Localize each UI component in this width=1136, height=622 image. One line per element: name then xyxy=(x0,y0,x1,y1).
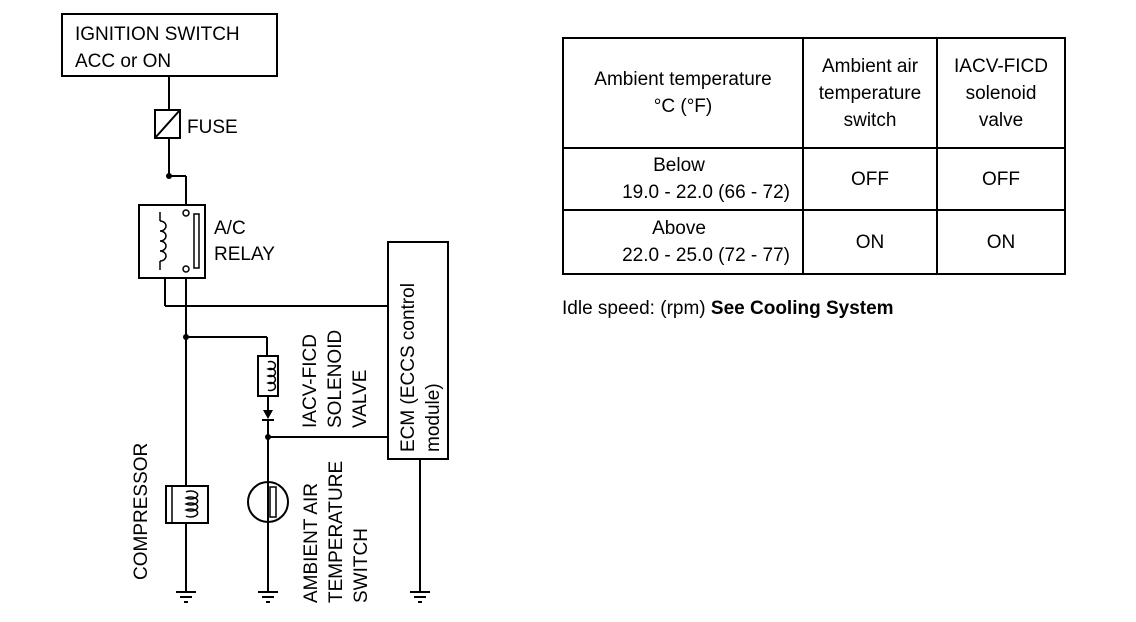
relay-label-line1: A/C xyxy=(214,218,246,239)
relay-coil-icon xyxy=(159,212,167,270)
cooling-system-reference: See Cooling System xyxy=(710,298,894,319)
switch-state-cell: ON xyxy=(802,209,938,275)
valve-state-cell: ON xyxy=(936,209,1066,275)
iacv-label-line3: VALVE xyxy=(350,370,371,428)
idle-speed-prefix: Idle speed: (rpm) xyxy=(562,298,706,319)
ambient-switch-label-line3: SWITCH xyxy=(351,528,372,603)
ecm-label-line2: module) xyxy=(423,383,444,452)
compressor-label: COMPRESSOR xyxy=(131,443,152,580)
ignition-switch-label: IGNITION SWITCH xyxy=(75,24,240,45)
switch-state-cell: OFF xyxy=(802,147,938,211)
iacv-label-line1: IACV-FICD xyxy=(300,334,321,428)
table-row: Below 19.0 - 22.0 (66 - 72) OFF OFF xyxy=(562,147,1066,211)
table-row: Above 22.0 - 25.0 (72 - 77) ON ON xyxy=(562,209,1066,275)
ambient-temp-switch xyxy=(247,481,289,523)
ignition-switch-box: IGNITION SWITCH ACC or ON xyxy=(61,13,278,77)
diode-icon xyxy=(262,410,274,421)
wiring-diagram: IGNITION SWITCH ACC or ON FUSE A/C RELAY xyxy=(61,13,449,603)
ambient-switch-label-line1: AMBIENT AIR xyxy=(301,483,322,603)
header-iacv-valve: IACV-FICD solenoid valve xyxy=(936,37,1066,149)
fuse-symbol xyxy=(154,109,181,139)
header-ambient-air-switch: Ambient air temperature switch xyxy=(802,37,938,149)
ground-icon xyxy=(176,591,196,603)
header-ambient-temperature: Ambient temperature °C (°F) xyxy=(562,37,804,149)
table-header-row: Ambient temperature °C (°F) Ambient air … xyxy=(562,37,1066,149)
ac-relay xyxy=(138,204,206,279)
ambient-switch-label-line2: TEMPERATURE xyxy=(326,461,347,603)
iacv-label-line2: SOLENOID xyxy=(325,330,346,428)
iacv-solenoid-valve xyxy=(257,355,279,397)
idle-speed-note: Idle speed: (rpm) See Cooling System xyxy=(562,298,894,320)
condition-cell: Above 22.0 - 25.0 (72 - 77) xyxy=(562,209,804,275)
ecm-box xyxy=(387,241,449,460)
ground-icon xyxy=(258,591,278,603)
fuse-label: FUSE xyxy=(187,117,238,138)
ecm-label-line1: ECM (ECCS control xyxy=(398,283,419,452)
ignition-mode-label: ACC or ON xyxy=(75,51,171,72)
relay-label-line2: RELAY xyxy=(214,244,275,265)
valve-state-cell: OFF xyxy=(936,147,1066,211)
condition-cell: Below 19.0 - 22.0 (66 - 72) xyxy=(562,147,804,211)
compressor-symbol xyxy=(165,485,209,524)
spec-table: Ambient temperature °C (°F) Ambient air … xyxy=(562,37,1066,275)
ground-icon xyxy=(410,591,430,603)
